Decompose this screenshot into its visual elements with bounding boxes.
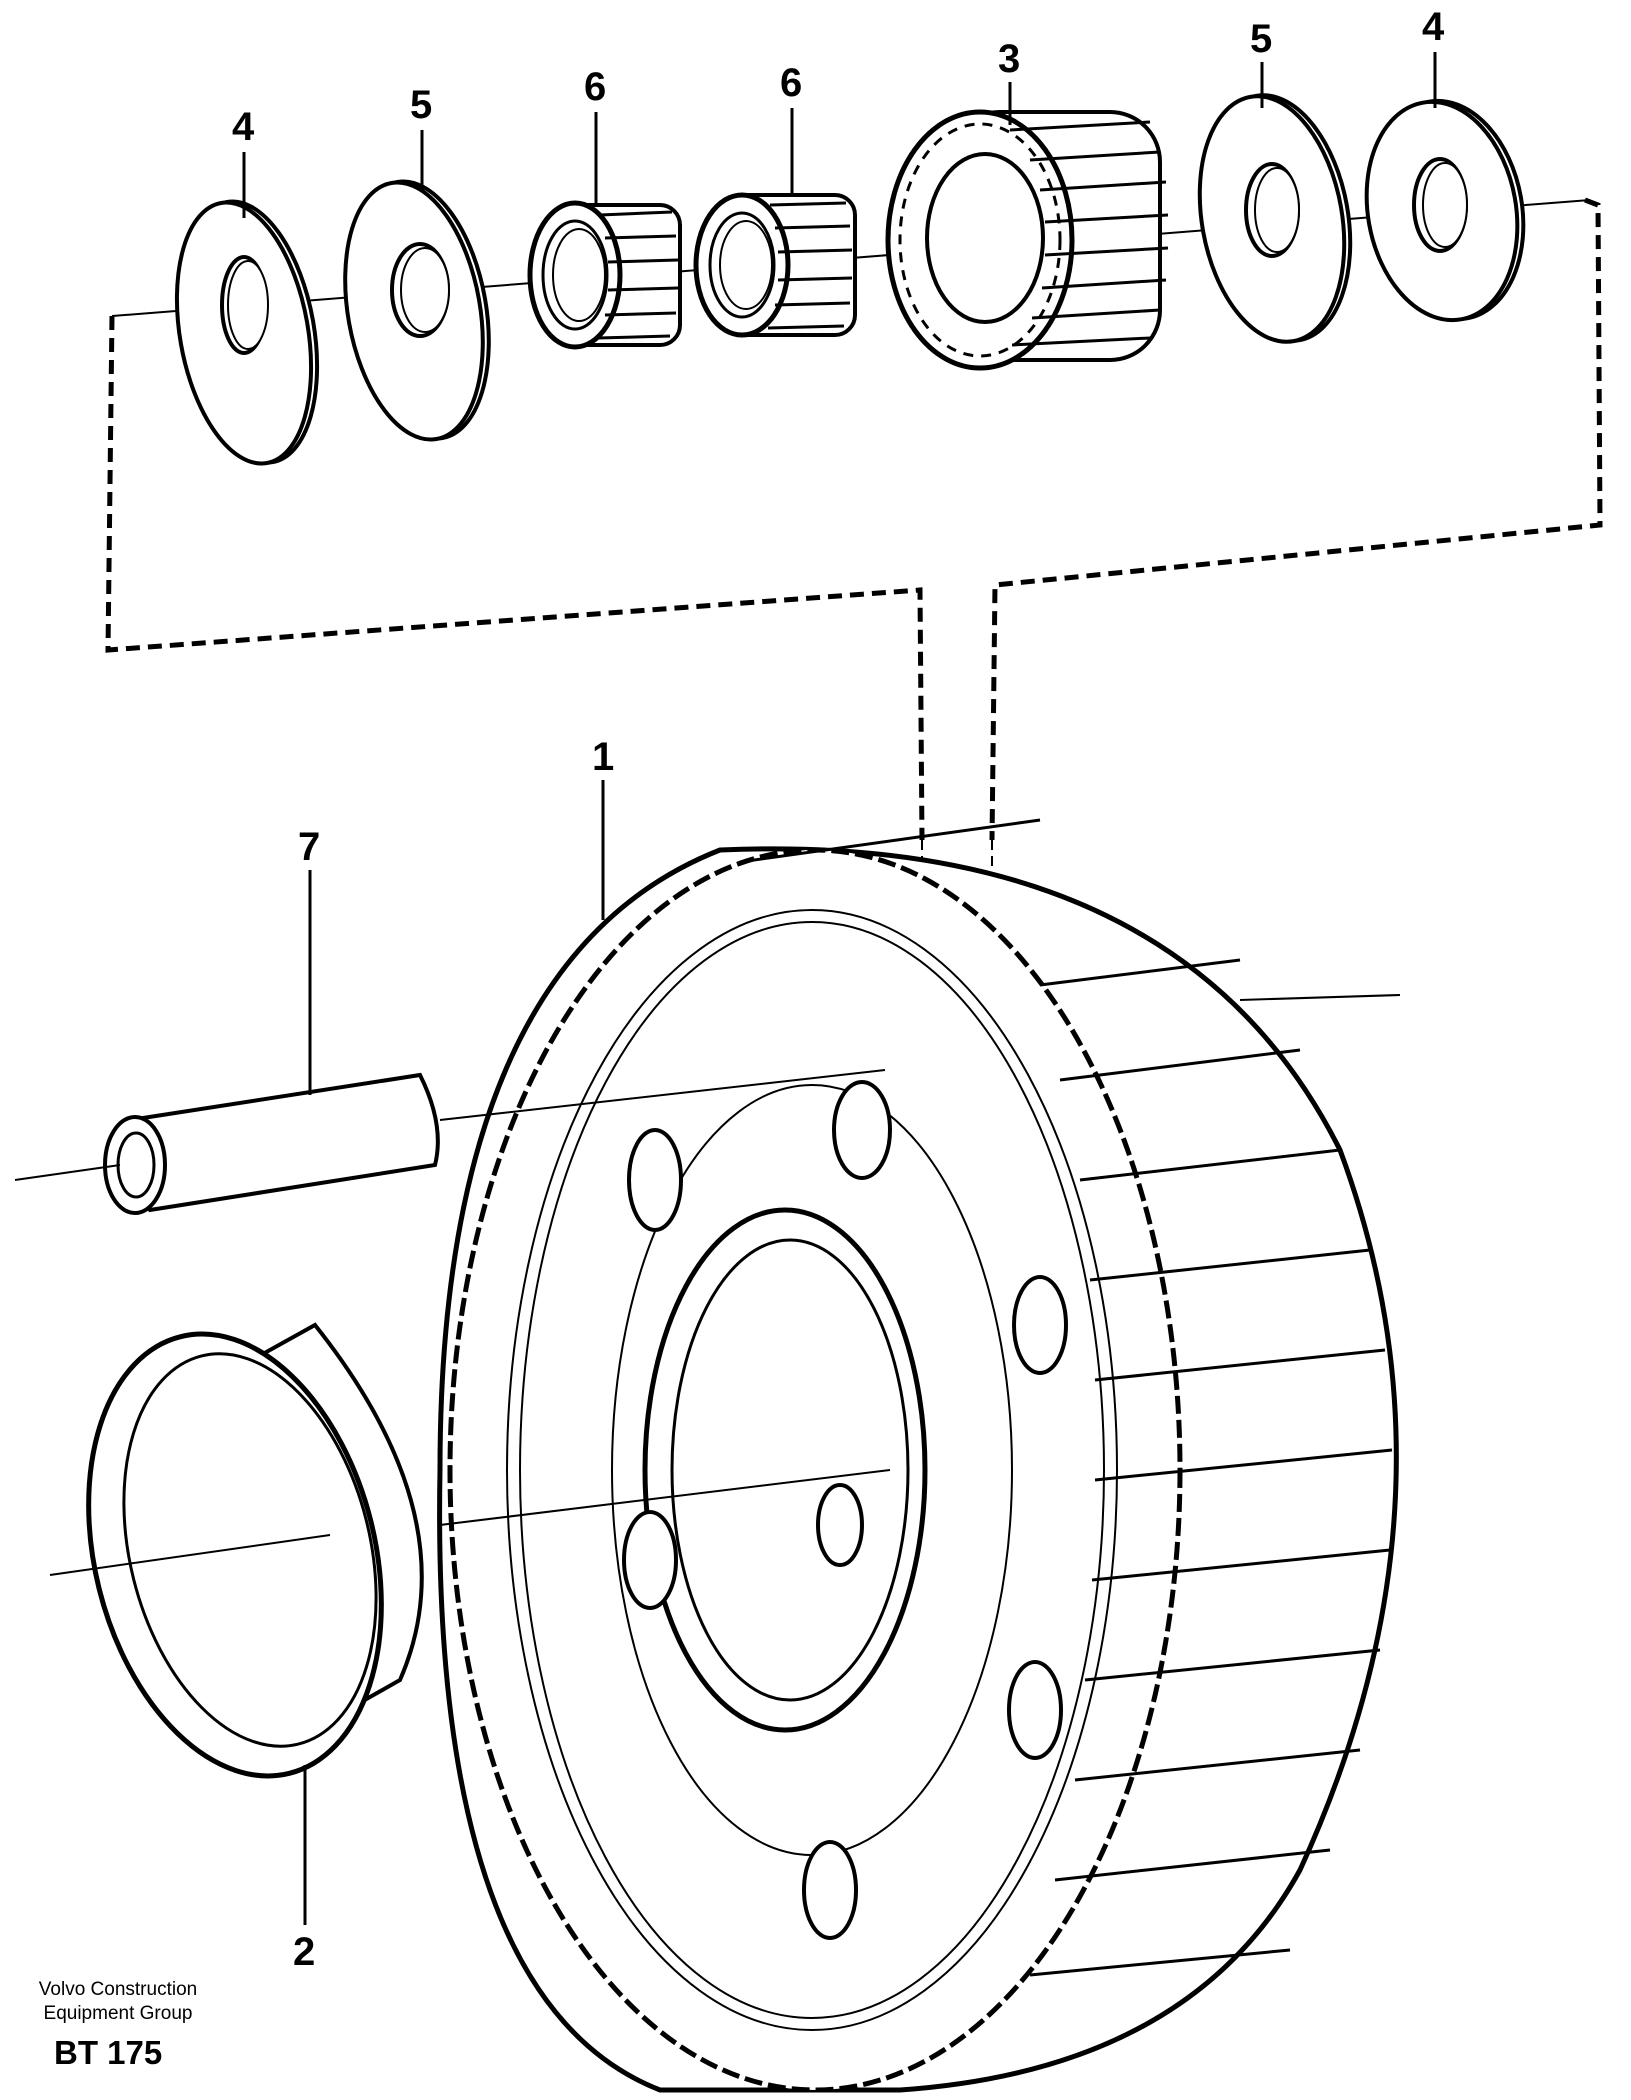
callout-6-left: 6 [584, 65, 606, 109]
callout-1: 1 [592, 735, 614, 779]
callout-labels: 4 5 6 6 3 5 4 1 7 2 [232, 5, 1445, 1974]
drawing-footer: Volvo Construction Equipment Group BT 17… [18, 1978, 218, 2074]
callout-5-left: 5 [410, 83, 432, 127]
bearing-left-6 [527, 200, 682, 350]
callout-6-right: 6 [780, 61, 802, 105]
washer-right-4 [1364, 98, 1526, 323]
callout-4-left: 4 [232, 105, 255, 149]
callout-2: 2 [293, 1930, 315, 1974]
leader-lines [242, 52, 1437, 1925]
washer-left-4 [174, 199, 320, 466]
company-name-line2: Equipment Group [43, 2003, 193, 2024]
sleeve-2 [49, 1322, 891, 1779]
washer-left-5 [343, 179, 491, 442]
planet-gear-3 [885, 109, 1169, 371]
company-name-line1: Volvo Construction [38, 1979, 198, 2000]
callout-4-right: 4 [1422, 5, 1445, 49]
callout-5-right: 5 [1250, 17, 1272, 61]
callout-7: 7 [298, 825, 320, 869]
callout-3: 3 [998, 37, 1020, 81]
planet-shaft-7 [14, 1069, 886, 1215]
washer-right-5 [1197, 93, 1353, 344]
gear-carrier-1 [437, 818, 1401, 2093]
drawing-code: BT 175 [54, 2034, 163, 2071]
bearing-right-6 [693, 192, 857, 338]
